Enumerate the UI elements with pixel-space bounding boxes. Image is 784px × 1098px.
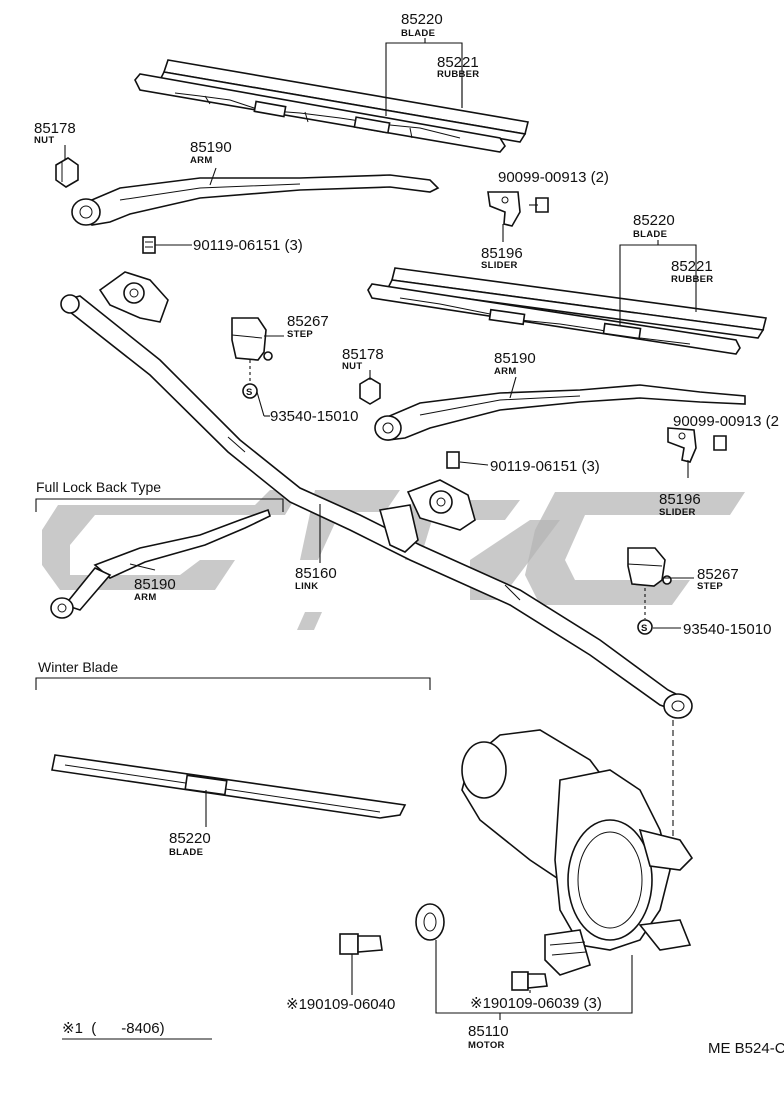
callout-motor: 85110 MOTOR (468, 1023, 509, 1051)
callout-clip-lower: 93540-15010 (683, 621, 771, 638)
callout-name: NUT (342, 361, 362, 372)
callout-number: 85190 (190, 139, 232, 156)
winter-blade (51, 754, 407, 819)
callout-number: 85196 (659, 491, 701, 508)
callout-name: RUBBER (437, 69, 479, 80)
callout-blade-lower: 85220 BLADE (633, 212, 675, 240)
callout-bolt-pivot-lower: 90119-06151 (3) (490, 458, 600, 475)
step-lower-shape (627, 547, 672, 587)
wiper-arm-lower (374, 384, 746, 441)
bolt-pivot-upper-shape (142, 236, 156, 254)
callout-rubber-upper: 85221 RUBBER (437, 54, 479, 80)
callout-number: 85220 (401, 11, 443, 28)
callout-link: 85160 LINK (295, 565, 337, 592)
callout-number: 90119-06151 (3) (193, 237, 303, 254)
callout-arm-lower: 85190 ARM (494, 350, 536, 377)
bolt-motor-shape (339, 933, 383, 955)
callout-arm-lockback: 85190 ARM (134, 576, 176, 603)
callout-bolt-pivot-upper: 90119-06151 (3) (193, 237, 303, 254)
slider-lower-shape (667, 427, 697, 463)
callout-name: STEP (697, 581, 723, 592)
callout-number: 85221 (671, 258, 713, 275)
pivot-lower-shape (378, 479, 476, 553)
callout-screw-slider-lower: 90099-00913 (2 (673, 413, 779, 430)
full-lock-back-bracket (35, 498, 284, 512)
callout-bolt-motor: ※190109-06040 (286, 996, 395, 1013)
callout-number: 85190 (494, 350, 536, 367)
callout-number: 85196 (481, 245, 523, 262)
callout-number: 85178 (342, 346, 384, 363)
callout-name: SLIDER (481, 260, 518, 271)
clip-upper-symbol (242, 383, 258, 399)
callout-rubber-lower: 85221 RUBBER (671, 258, 713, 285)
slider-upper-shape (487, 191, 521, 227)
callout-name: STEP (287, 329, 313, 340)
callout-number: ※190109-06040 (286, 996, 395, 1013)
diagram-code: ME B524-C (708, 1040, 784, 1057)
callout-nut-lower: 85178 NUT (342, 346, 384, 372)
callout-name: NUT (34, 135, 54, 146)
leader-lines (64, 38, 697, 1020)
callout-number: 85267 (697, 566, 739, 583)
callout-number: 93540-15010 (270, 408, 358, 425)
callout-name: ARM (134, 592, 157, 603)
callout-number: 85220 (169, 830, 211, 847)
callout-name: MOTOR (468, 1040, 505, 1051)
blade-assembly-lower (367, 267, 767, 355)
callout-step-upper: 85267 STEP (287, 313, 329, 340)
callout-number: 90119-06151 (3) (490, 458, 600, 475)
clip-upper-letter: S (246, 387, 253, 398)
callout-number: 90099-00913 (2 (673, 413, 779, 430)
blade-assembly-upper (134, 59, 529, 153)
screw-slider-lower-shape (713, 435, 727, 451)
wiper-link (60, 294, 693, 719)
footnote: ※1 ( -8406) (62, 1020, 165, 1037)
callout-name: BLADE (633, 229, 667, 240)
callout-number: 85178 (34, 120, 76, 137)
nut-upper-shape (55, 157, 79, 188)
screw-slider-upper-shape (535, 197, 549, 213)
callout-name: BLADE (169, 847, 203, 858)
callout-screw-slider-upper: 90099-00913 (2) (498, 169, 609, 186)
step-upper-shape (231, 317, 273, 361)
callout-number: 85267 (287, 313, 329, 330)
callout-arm-upper: 85190 ARM (190, 139, 232, 166)
callout-nut-upper: 85178 NUT (34, 120, 76, 146)
bolt-pivot-lower-shape (446, 451, 460, 469)
full-lock-back-arm (50, 508, 271, 619)
callout-name: RUBBER (671, 274, 713, 285)
nut-lower-shape (359, 377, 381, 405)
callout-slider-upper: 85196 SLIDER (481, 245, 523, 271)
bolt-motor-2-shape (511, 971, 548, 991)
callout-name: ARM (190, 155, 213, 166)
callout-slider-lower: 85196 SLIDER (659, 491, 701, 518)
callout-number: 85160 (295, 565, 337, 582)
wiper-motor (461, 729, 694, 976)
callout-number: ※190109-06039 (3) (470, 995, 602, 1012)
clip-lower-symbol (637, 619, 653, 635)
section-full-lock-back: Full Lock Back Type (36, 479, 161, 495)
callout-number: 90099-00913 (2) (498, 169, 609, 186)
callout-name: ARM (494, 366, 517, 377)
grommet-shape (415, 903, 445, 941)
callout-name: BLADE (401, 28, 435, 39)
section-winter-blade: Winter Blade (38, 659, 118, 675)
callout-name: LINK (295, 581, 318, 592)
callout-step-lower: 85267 STEP (697, 566, 739, 592)
winter-blade-bracket (35, 677, 431, 690)
callout-bolt-motor-2: ※190109-06039 (3) (470, 995, 602, 1012)
callout-number: 93540-15010 (683, 621, 771, 638)
callout-number: 85190 (134, 576, 176, 593)
wiper-arm-upper (71, 174, 440, 226)
callout-number: 85110 (468, 1023, 509, 1040)
callout-number: 85221 (437, 54, 479, 71)
pivot-upper-shape (98, 271, 169, 323)
clip-lower-letter: S (641, 623, 648, 634)
callout-name: SLIDER (659, 507, 696, 518)
callout-clip-upper: 93540-15010 (270, 408, 358, 425)
callout-number: 85220 (633, 212, 675, 229)
callout-blade-upper: 85220 BLADE (401, 11, 443, 39)
callout-blade-winter: 85220 BLADE (169, 830, 211, 858)
